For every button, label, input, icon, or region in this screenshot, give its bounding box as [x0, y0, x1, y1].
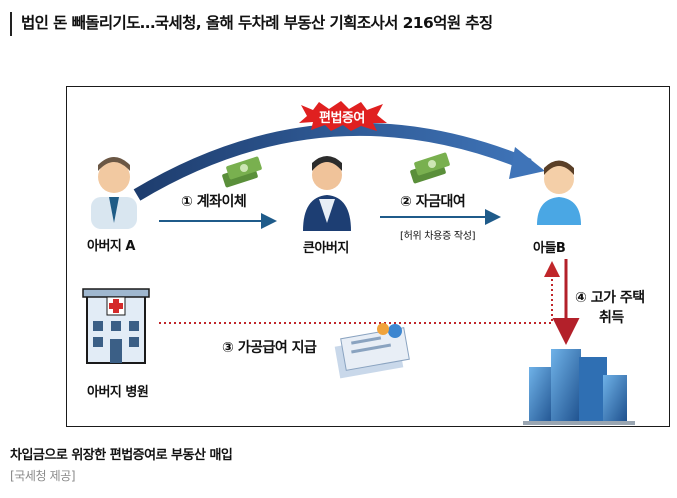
- illegal-gift-label: 편법증여: [319, 111, 365, 126]
- gift-scheme-diagram: 편법증여 아버지 A 큰아버지 아들B 아버지 병원 ① 계좌이체 ② 자금대여…: [66, 86, 670, 427]
- money-stack-icon: [410, 152, 450, 184]
- uncle-icon: [303, 156, 351, 231]
- loan-note-label: [허위 차용증 작성]: [400, 231, 476, 242]
- money-stack-icon: [222, 156, 262, 188]
- father-label: 아버지 A: [87, 239, 135, 254]
- son-label: 아들B: [533, 241, 566, 256]
- step-fake-salary-label: ③ 가공급여 지급: [222, 340, 317, 356]
- image-caption: 차입금으로 위장한 편법증여로 부동산 매입: [10, 448, 233, 463]
- article-headline: 법인 돈 빼돌리기도…국세청, 올해 두차례 부동산 기획조사서 216억원 추…: [10, 12, 660, 36]
- step-buy-house-label-2: 취득: [599, 310, 624, 326]
- salary-dotted-path: [159, 261, 560, 324]
- hospital-icon: [82, 288, 150, 364]
- starburst-shape: [299, 101, 387, 131]
- hospital-label: 아버지 병원: [87, 385, 149, 400]
- step-transfer-label: ① 계좌이체: [181, 194, 247, 210]
- uncle-label: 큰아버지: [303, 241, 349, 256]
- step-buy-house-label-1: ④ 고가 주택: [575, 290, 645, 306]
- illegal-gift-arc: [133, 122, 545, 201]
- salary-documents-icon: [334, 323, 410, 379]
- image-credit: [국세청 제공]: [10, 469, 76, 483]
- diagram-graphics: [82, 122, 635, 425]
- buildings-icon: [523, 349, 635, 425]
- illegal-gift-starburst: 편법증여: [297, 101, 389, 131]
- step-loan-label: ② 자금대여: [400, 194, 466, 210]
- father-icon: [91, 157, 137, 229]
- son-icon: [537, 160, 581, 225]
